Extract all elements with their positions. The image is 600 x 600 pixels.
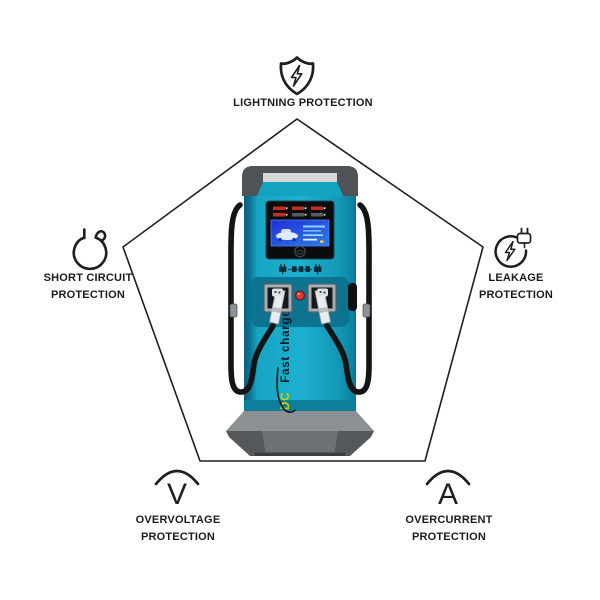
label-lightning-protection: LIGHTNING PROTECTION xyxy=(233,97,373,109)
charger-base xyxy=(226,411,374,456)
charger-brand-text: DC Fast charger xyxy=(276,304,296,413)
ampere-glyph: A xyxy=(438,478,458,511)
charger-illustration: DC Fast charger xyxy=(226,166,374,456)
label-overcurrent-protection: OVERCURRENT PROTECTION xyxy=(405,514,493,543)
emergency-stop-button xyxy=(295,290,306,301)
brand-prefix: DC xyxy=(280,392,292,410)
circular-reset-arrow-icon xyxy=(72,228,108,271)
lcd-display xyxy=(270,219,330,247)
charger-screen xyxy=(265,200,335,260)
charger-cable-left xyxy=(228,202,276,395)
charger-cable-right xyxy=(324,202,372,395)
pentagon-outline xyxy=(122,118,484,462)
label-overvoltage-protection: OVERVOLTAGE PROTECTION xyxy=(135,514,221,543)
cable-clip-left xyxy=(229,303,238,318)
badge-logo-icon xyxy=(294,245,306,258)
svg-text:DC Fast charger: DC Fast charger xyxy=(280,304,292,410)
brand-name: Fast charger xyxy=(280,304,292,383)
overvoltage-arc-icon: V xyxy=(154,469,200,511)
charger-cables xyxy=(228,202,372,395)
shield-lightning-icon xyxy=(279,56,315,96)
cable-dock-slot xyxy=(348,283,357,311)
charger-plug-left xyxy=(263,283,293,325)
overcurrent-arc-icon: A xyxy=(425,469,471,511)
charger-plug-right xyxy=(307,283,337,325)
charger-cap xyxy=(242,166,358,196)
label-leakage-protection: LEAKAGE PROTECTION xyxy=(478,272,554,301)
brand-swoosh xyxy=(276,367,296,413)
cable-clip-right xyxy=(362,303,371,318)
label-short-circuit-protection: SHORT CIRCUIT PROTECTION xyxy=(43,272,133,301)
leakage-plug-icon xyxy=(494,227,532,268)
voltage-glyph: V xyxy=(167,478,187,511)
status-indicator-bars xyxy=(273,206,326,217)
connector-type-icons xyxy=(279,264,322,275)
